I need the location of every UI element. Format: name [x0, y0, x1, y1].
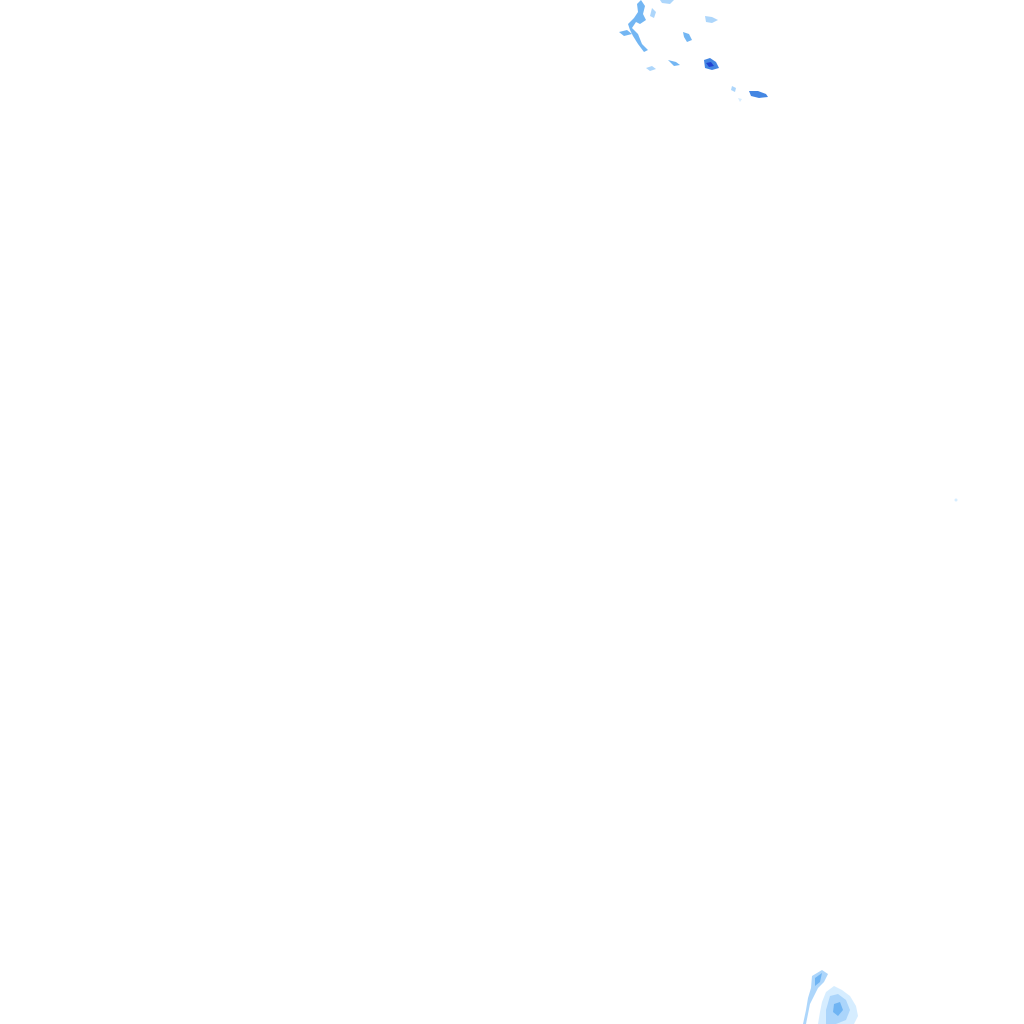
precipitation-cell	[705, 16, 718, 23]
precipitation-cell	[619, 30, 632, 36]
precipitation-cell	[815, 973, 822, 986]
precipitation-cell	[954, 498, 958, 502]
precipitation-cell	[668, 60, 680, 66]
precipitation-cell	[738, 98, 742, 102]
precipitation-cell	[683, 32, 692, 42]
precipitation-cell	[660, 0, 674, 4]
precipitation-cluster-north	[619, 0, 768, 102]
precipitation-cell	[833, 1002, 843, 1016]
precipitation-cell	[628, 0, 648, 52]
precipitation-cell	[803, 970, 828, 1024]
precipitation-cell	[749, 91, 768, 98]
precipitation-cluster-south	[803, 970, 858, 1024]
precipitation-cell	[731, 86, 736, 92]
precipitation-cell	[650, 8, 656, 18]
precipitation-cluster-east	[954, 498, 958, 502]
precipitation-cell	[646, 66, 656, 71]
precipitation-cell	[706, 62, 714, 67]
